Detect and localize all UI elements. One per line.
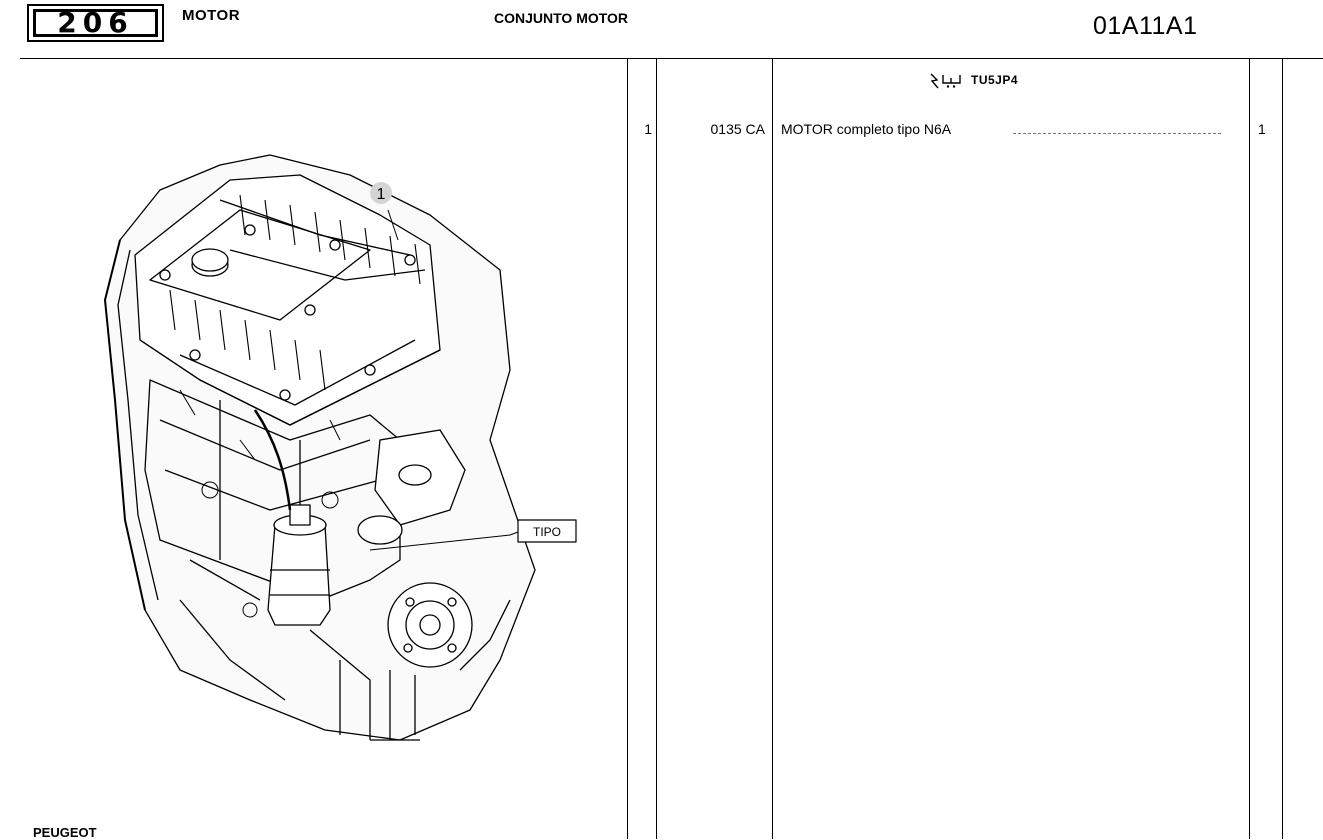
fuel-injection-icon — [930, 73, 961, 89]
model-logo: 206 — [27, 4, 164, 42]
group-title: MOTOR — [182, 7, 241, 24]
column-divider — [772, 59, 773, 839]
item-quantity: 1 — [644, 121, 652, 137]
dotted-leader — [1013, 133, 1221, 134]
callout-marker — [370, 182, 392, 204]
model-logo-text: 206 — [33, 9, 158, 37]
engine-code-header: TU5JP4 — [929, 70, 1018, 90]
type-label: TIPO — [533, 525, 561, 539]
callout-number: 1 — [377, 186, 386, 203]
engine-illustration: 1 TIPO — [104, 154, 577, 741]
part-description: MOTOR completo tipo N6A — [781, 121, 952, 137]
brand-footer: PEUGEOT — [33, 825, 97, 840]
required-quantity: 1 — [1258, 121, 1266, 137]
header-divider — [20, 58, 1323, 59]
column-divider — [656, 59, 657, 839]
reference-code: 01A11A1 — [1093, 12, 1198, 40]
assembly-title: CONJUNTO MOTOR — [494, 10, 629, 26]
engine-code: TU5JP4 — [971, 73, 1019, 87]
type-label-box — [517, 519, 577, 543]
column-divider — [1249, 59, 1250, 839]
column-divider — [1282, 59, 1283, 839]
part-number: 0135 CA — [710, 121, 765, 137]
column-divider — [627, 59, 628, 839]
